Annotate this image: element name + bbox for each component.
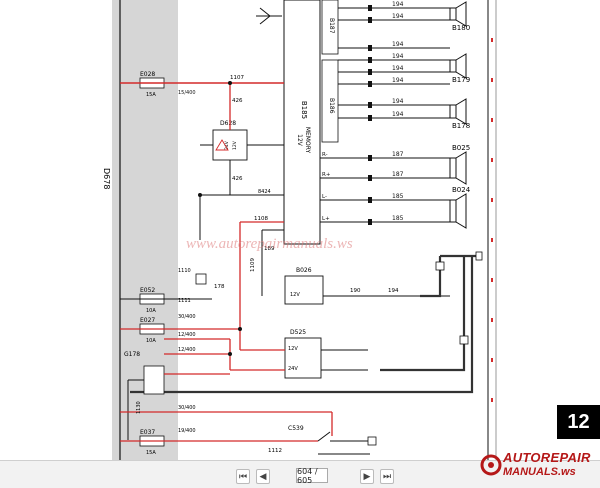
svg-text:189: 189 — [264, 246, 275, 252]
speaker-b179-label: B179 — [452, 76, 470, 84]
first-page-button[interactable]: ⏮ — [236, 469, 250, 484]
b185-box — [283, 0, 321, 245]
svg-text:R-: R- — [322, 152, 328, 158]
svg-text:194: 194 — [392, 65, 404, 72]
svg-text:15A: 15A — [146, 92, 156, 98]
page-section-badge: 12 — [557, 405, 600, 439]
svg-text:194: 194 — [392, 111, 404, 118]
b026-box — [284, 275, 324, 305]
svg-text:24V: 24V — [288, 366, 298, 372]
speaker-b178-label: B178 — [452, 122, 470, 130]
svg-text:187: 187 — [392, 171, 404, 178]
speaker-b180-label: B180 — [452, 24, 470, 32]
svg-text:12V: 12V — [290, 292, 300, 298]
watermark-text: www.autorepairmanuals.ws — [186, 236, 353, 252]
brand-logo: AUTOREPAIR MANUALS.ws — [478, 448, 600, 487]
speaker-b024 — [449, 193, 467, 229]
svg-text:L+: L+ — [322, 216, 330, 222]
svg-text:426: 426 — [232, 98, 243, 104]
last-page-button[interactable]: ⏭ — [380, 469, 394, 484]
fuse-e028-label: E028 — [140, 71, 155, 78]
b186-label: B186 — [328, 98, 335, 114]
svg-text:19/400: 19/400 — [178, 428, 196, 434]
svg-text:185: 185 — [392, 193, 404, 200]
svg-text:12V: 12V — [288, 346, 298, 352]
wiring-diagram: B185 12V MEMORY B187 B186 — [102, 0, 497, 460]
d628-box — [212, 129, 248, 161]
svg-text:194: 194 — [392, 41, 404, 48]
svg-text:12/400: 12/400 — [178, 347, 196, 353]
fuse-e052-label: E052 — [140, 287, 155, 294]
svg-text:187: 187 — [392, 151, 404, 158]
svg-text:426: 426 — [232, 176, 243, 182]
relay-g178 — [143, 365, 165, 395]
svg-text:194: 194 — [392, 53, 404, 60]
svg-text:1112: 1112 — [268, 448, 282, 454]
svg-text:190: 190 — [350, 288, 361, 294]
svg-text:12/400: 12/400 — [178, 332, 196, 338]
speaker-b179 — [449, 53, 467, 79]
brand-subtitle: MANUALS.ws — [503, 466, 576, 478]
svg-text:8424: 8424 — [258, 189, 271, 195]
next-page-button[interactable]: ▶ — [360, 469, 374, 484]
speaker-b180 — [449, 1, 467, 27]
c539-label: C539 — [288, 425, 304, 432]
gear-logo-icon — [480, 454, 502, 476]
svg-text:1108: 1108 — [254, 216, 268, 222]
d525-label: D525 — [290, 329, 306, 336]
svg-text:30/400: 30/400 — [178, 405, 196, 411]
speaker-b025-label: B025 — [452, 144, 470, 152]
svg-text:1110: 1110 — [178, 268, 191, 274]
svg-text:1109: 1109 — [250, 258, 256, 272]
d628-label: D628 — [220, 120, 236, 127]
svg-text:1130: 1130 — [136, 401, 142, 414]
fuse-e037-label: E037 — [140, 429, 155, 436]
svg-text:1107: 1107 — [230, 75, 244, 81]
page-number-input[interactable]: 604 / 605 — [296, 467, 328, 485]
svg-text:30/400: 30/400 — [178, 314, 196, 320]
svg-text:12V: 12V — [232, 140, 238, 150]
prev-page-button[interactable]: ◀ — [256, 469, 270, 484]
warning-icon — [215, 139, 229, 151]
speaker-b025 — [449, 151, 467, 185]
d525-box — [284, 337, 322, 379]
svg-text:178: 178 — [214, 284, 225, 290]
switch-c539 — [317, 431, 331, 442]
svg-text:194: 194 — [392, 1, 404, 8]
svg-text:185: 185 — [392, 215, 404, 222]
brand-name: AUTOREPAIR — [503, 450, 591, 465]
svg-text:10A: 10A — [146, 338, 156, 344]
pdf-viewer-toolbar: ⏮ ◀ 604 / 605 ▶ ⏭ — [0, 460, 600, 488]
d678-label: D678 — [102, 168, 111, 189]
svg-text:194: 194 — [392, 98, 404, 105]
relay-g178-label: G178 — [124, 351, 140, 358]
svg-text:R+: R+ — [322, 172, 331, 178]
speaker-b024-label: B024 — [452, 186, 471, 194]
svg-text:L-: L- — [322, 194, 327, 200]
svg-text:10A: 10A — [146, 308, 156, 314]
b026-label: B026 — [296, 267, 312, 274]
svg-text:15A: 15A — [146, 450, 156, 456]
arrow-icon — [259, 7, 271, 25]
speaker-wiring — [320, 7, 450, 223]
svg-text:15/400: 15/400 — [178, 90, 196, 96]
b185-label: B185 — [300, 101, 308, 119]
b187-label: B187 — [328, 18, 335, 34]
cable-bundle — [130, 254, 480, 394]
svg-text:1111: 1111 — [178, 298, 191, 304]
speaker-b178 — [449, 98, 467, 125]
fuse-e027-label: E027 — [140, 317, 155, 324]
b185-memory: MEMORY — [304, 127, 311, 154]
b185-12v: 12V — [296, 134, 303, 147]
svg-text:194: 194 — [392, 13, 404, 20]
svg-text:194: 194 — [388, 288, 399, 294]
svg-text:24V: 24V — [224, 140, 230, 150]
svg-text:194: 194 — [392, 77, 404, 84]
